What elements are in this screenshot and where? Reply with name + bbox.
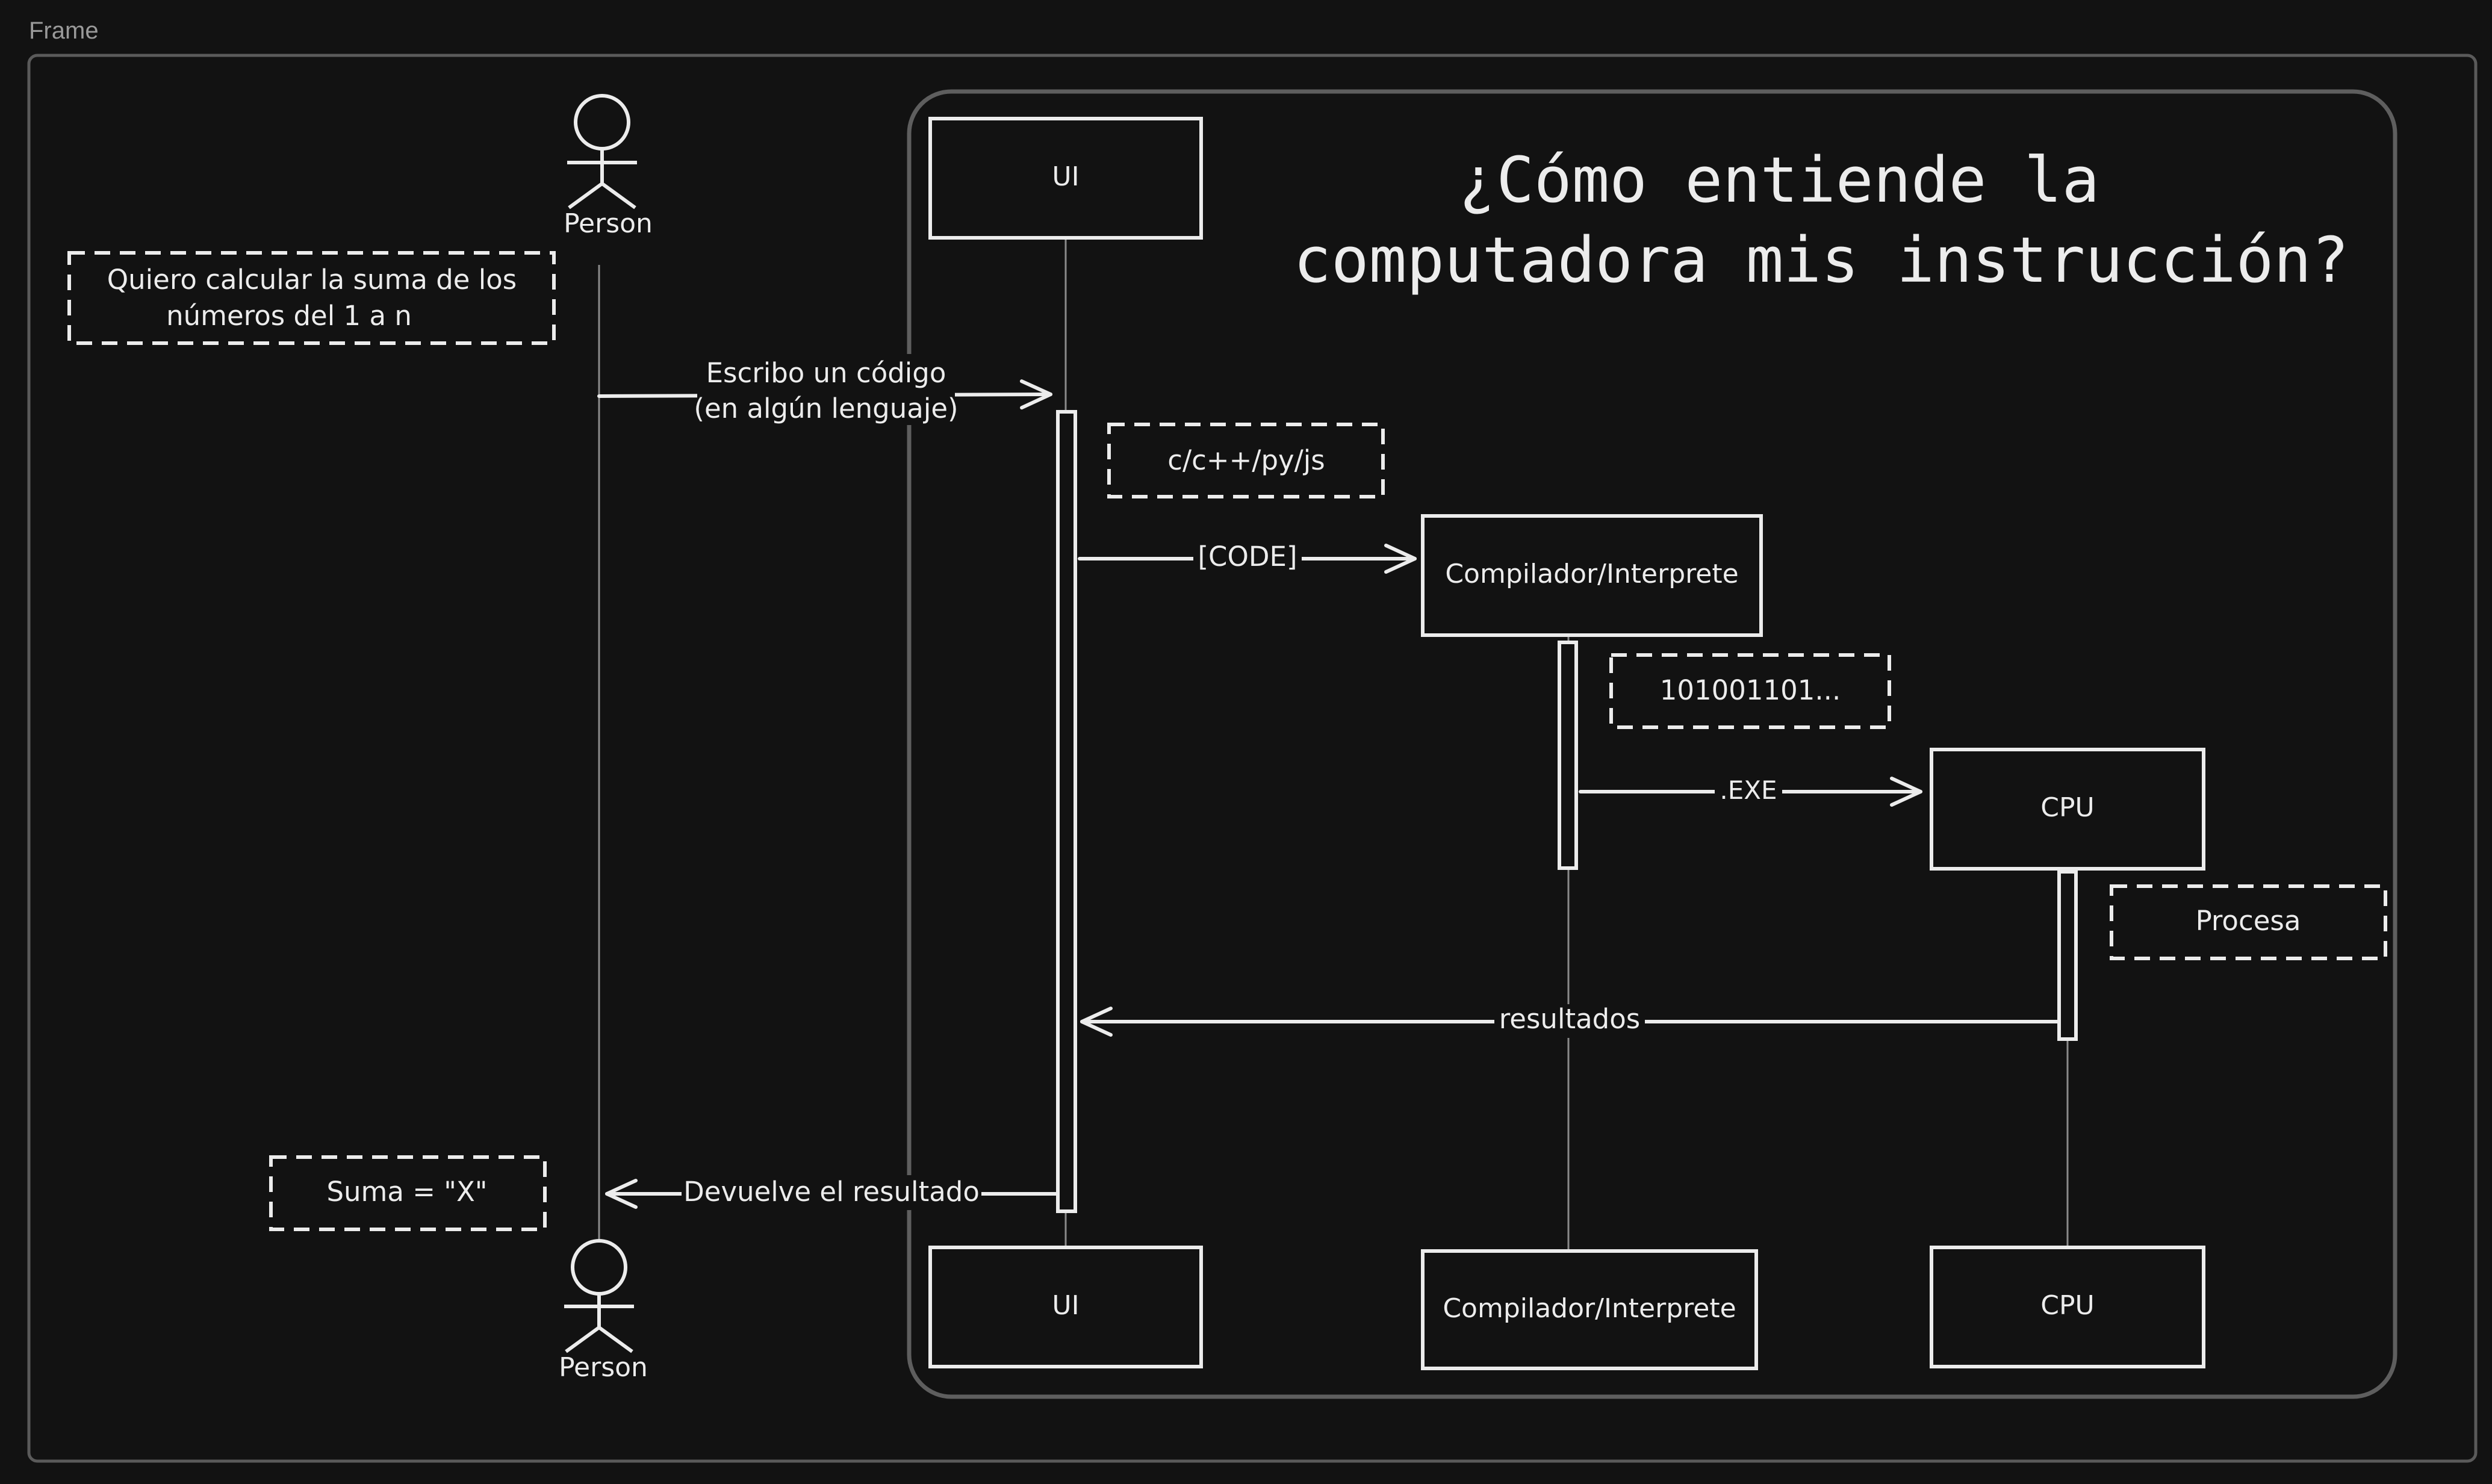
goal-note: [67, 251, 556, 345]
compiler-participant-top: [1421, 514, 1763, 637]
message-exe: .EXE: [1579, 775, 1922, 807]
diagram-title-line1: ¿Cómo entiende la: [1459, 143, 2099, 217]
diagram-title-line2: computadora mis instrucción?: [1293, 223, 2349, 297]
message-results: resultados: [1080, 1003, 2060, 1038]
cpu-participant-top: [1930, 748, 2205, 871]
languages-note-text: c/c++/py/js: [1167, 444, 1325, 476]
process-note: [2110, 884, 2387, 960]
message-code: [CODE]: [1078, 541, 1417, 576]
message-code-label: [CODE]: [1198, 541, 1297, 573]
message-return-result-label: Devuelve el resultado: [683, 1176, 980, 1208]
message-write-code: Escribo un código (en algún lenguaje): [597, 354, 1052, 425]
goal-note-line1: Quiero calcular la suma de los: [107, 264, 517, 296]
person-actor-top: Person: [564, 94, 653, 239]
binary-note: [1609, 653, 1891, 729]
frame-label: Frame: [29, 17, 99, 44]
compiler-activation-bar: [1558, 641, 1578, 870]
result-note: [269, 1155, 547, 1231]
compiler-label-top: Compilador/Interprete: [1445, 559, 1738, 589]
message-write-code-line1: Escribo un código: [706, 357, 946, 389]
cpu-activation-bar: [2057, 870, 2078, 1041]
computer-group-border: [907, 89, 2397, 1399]
languages-note: [1107, 423, 1385, 498]
ui-participant-top: [928, 117, 1203, 240]
message-exe-label: .EXE: [1720, 775, 1777, 805]
compiler-participant-bottom: [1421, 1249, 1758, 1370]
message-return-result: Devuelve el resultado: [605, 1175, 1058, 1210]
binary-note-text: 101001101...: [1660, 674, 1841, 706]
process-note-text: Procesa: [2196, 905, 2301, 937]
ui-label-top: UI: [1052, 161, 1079, 192]
ui-participant-bottom: [928, 1246, 1203, 1368]
cpu-participant-bottom: [1930, 1246, 2205, 1368]
ui-label-bottom: UI: [1052, 1290, 1079, 1321]
person-label-bottom: Person: [559, 1352, 648, 1383]
compiler-label-bottom: Compilador/Interprete: [1443, 1293, 1736, 1324]
result-note-text: Suma = "X": [326, 1176, 487, 1208]
message-write-code-line2: (en algún lenguaje): [694, 393, 958, 424]
person-actor-bottom: Person: [559, 1239, 648, 1383]
person-label-top: Person: [564, 208, 653, 239]
cpu-label-bottom: CPU: [2040, 1290, 2094, 1321]
message-results-label: resultados: [1499, 1003, 1640, 1035]
frame-border: [27, 54, 2478, 1463]
cpu-label-top: CPU: [2040, 792, 2094, 823]
goal-note-line2: números del 1 a n: [166, 300, 412, 332]
ui-activation-bar: [1056, 410, 1077, 1213]
